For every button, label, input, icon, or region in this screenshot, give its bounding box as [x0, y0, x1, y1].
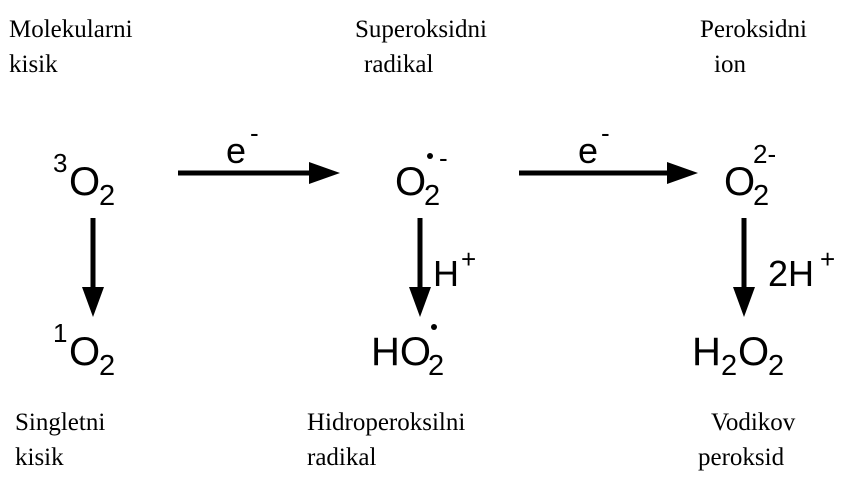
electron-1-base: e — [226, 130, 247, 171]
electron-1-charge: - — [250, 118, 259, 148]
peroxide-charge: 2- — [753, 139, 777, 169]
arrowhead-icon — [82, 287, 104, 317]
label-superoxide-line1: Superoksidni — [355, 16, 487, 43]
label-hydrogen-peroxide-line1: Vodikov — [711, 409, 796, 436]
two-protons-charge: + — [820, 244, 836, 274]
label-hydroperoxyl-line2: radikal — [307, 444, 377, 471]
superoxide-charge: - — [439, 143, 448, 173]
singlet-subscript: 2 — [99, 350, 116, 382]
radical-dot-icon — [427, 153, 433, 159]
label-hydroperoxyl-line1: Hidroperoksilni — [307, 409, 466, 436]
label-molecular-oxygen-line1: Molekularni — [9, 16, 133, 43]
superoxide-o: O — [395, 160, 427, 204]
h2o2-h: H — [692, 330, 721, 374]
superoxide-subscript: 2 — [424, 180, 441, 212]
radical-dot-icon — [431, 324, 437, 330]
electron-2-charge: - — [601, 118, 610, 148]
hydroperoxyl-ho: HO — [371, 330, 431, 374]
h2o2-subscript-1: 2 — [721, 350, 738, 382]
peroxide-o: O — [724, 160, 756, 204]
arrowhead-icon — [733, 287, 755, 317]
two-protons-base: 2H — [768, 253, 815, 294]
electron-2-base: e — [578, 130, 599, 171]
singlet-o: O — [69, 330, 101, 374]
label-singlet-line1: Singletni — [15, 409, 106, 436]
triplet-o: O — [69, 160, 101, 204]
label-peroxide-ion-line1: Peroksidni — [700, 16, 807, 43]
label-superoxide-line2: radikal — [364, 51, 434, 78]
proton-charge: + — [461, 244, 477, 274]
h2o2-subscript-2: 2 — [768, 350, 785, 382]
arrowhead-icon — [667, 162, 698, 184]
h2o2-o: O — [738, 330, 770, 374]
label-hydrogen-peroxide-line2: peroksid — [698, 444, 785, 471]
hydroperoxyl-subscript: 2 — [428, 350, 445, 382]
label-molecular-oxygen-line2: kisik — [9, 51, 58, 78]
proton-base: H — [433, 253, 459, 294]
triplet-superscript: 3 — [53, 148, 68, 178]
label-peroxide-ion-line2: ion — [714, 51, 746, 78]
arrowhead-icon — [409, 287, 431, 317]
singlet-superscript: 1 — [53, 318, 68, 348]
peroxide-subscript: 2 — [753, 180, 770, 212]
triplet-subscript: 2 — [99, 180, 116, 212]
label-singlet-line2: kisik — [15, 444, 64, 471]
arrowhead-icon — [309, 162, 340, 184]
